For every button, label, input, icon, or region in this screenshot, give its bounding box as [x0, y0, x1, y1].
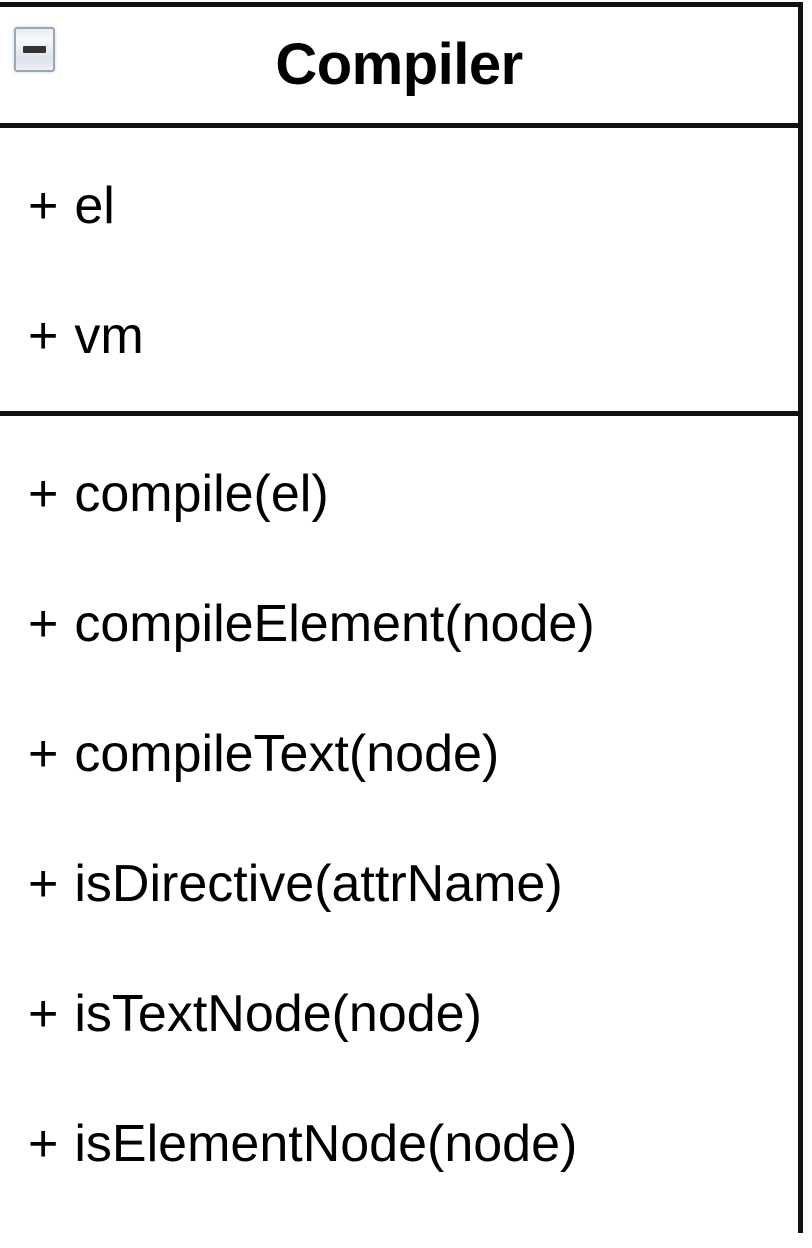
visibility-marker: + — [28, 595, 59, 653]
operation-row: + isTextNode(node) — [0, 988, 798, 1118]
visibility-marker: + — [28, 855, 59, 913]
visibility-marker: + — [28, 177, 59, 235]
class-operations-compartment: + compile(el) + compileElement(node) + comp… — [0, 416, 798, 1248]
operation-row: + compileText(node) — [0, 728, 798, 858]
attribute-name: el — [74, 177, 115, 235]
attribute-row: + el — [0, 180, 798, 310]
class-attributes-compartment: + el + vm — [0, 128, 798, 416]
visibility-marker: + — [28, 465, 59, 523]
class-name: Compiler — [275, 32, 523, 97]
visibility-marker: + — [28, 985, 59, 1043]
visibility-marker: + — [28, 307, 59, 365]
minus-glyph — [23, 46, 46, 53]
visibility-marker: + — [28, 725, 59, 783]
attribute-name: vm — [74, 307, 144, 365]
attribute-row: + vm — [0, 310, 798, 440]
operation-name: compile(el) — [74, 465, 329, 523]
operation-name: compileElement(node) — [74, 595, 595, 653]
operation-row: + compileElement(node) — [0, 598, 798, 728]
operation-name: compileText(node) — [74, 725, 500, 783]
operation-row: + isDirective(attrName) — [0, 858, 798, 988]
minus-icon[interactable] — [14, 27, 55, 72]
operation-name: isTextNode(node) — [74, 985, 482, 1043]
operation-name: isDirective(attrName) — [74, 855, 563, 913]
operation-row: + compile(el) — [0, 468, 798, 598]
operation-row: + isElementNode(node) — [0, 1118, 798, 1248]
class-header: Compiler — [0, 7, 798, 128]
operation-name: isElementNode(node) — [74, 1115, 578, 1173]
visibility-marker: + — [28, 1115, 59, 1173]
